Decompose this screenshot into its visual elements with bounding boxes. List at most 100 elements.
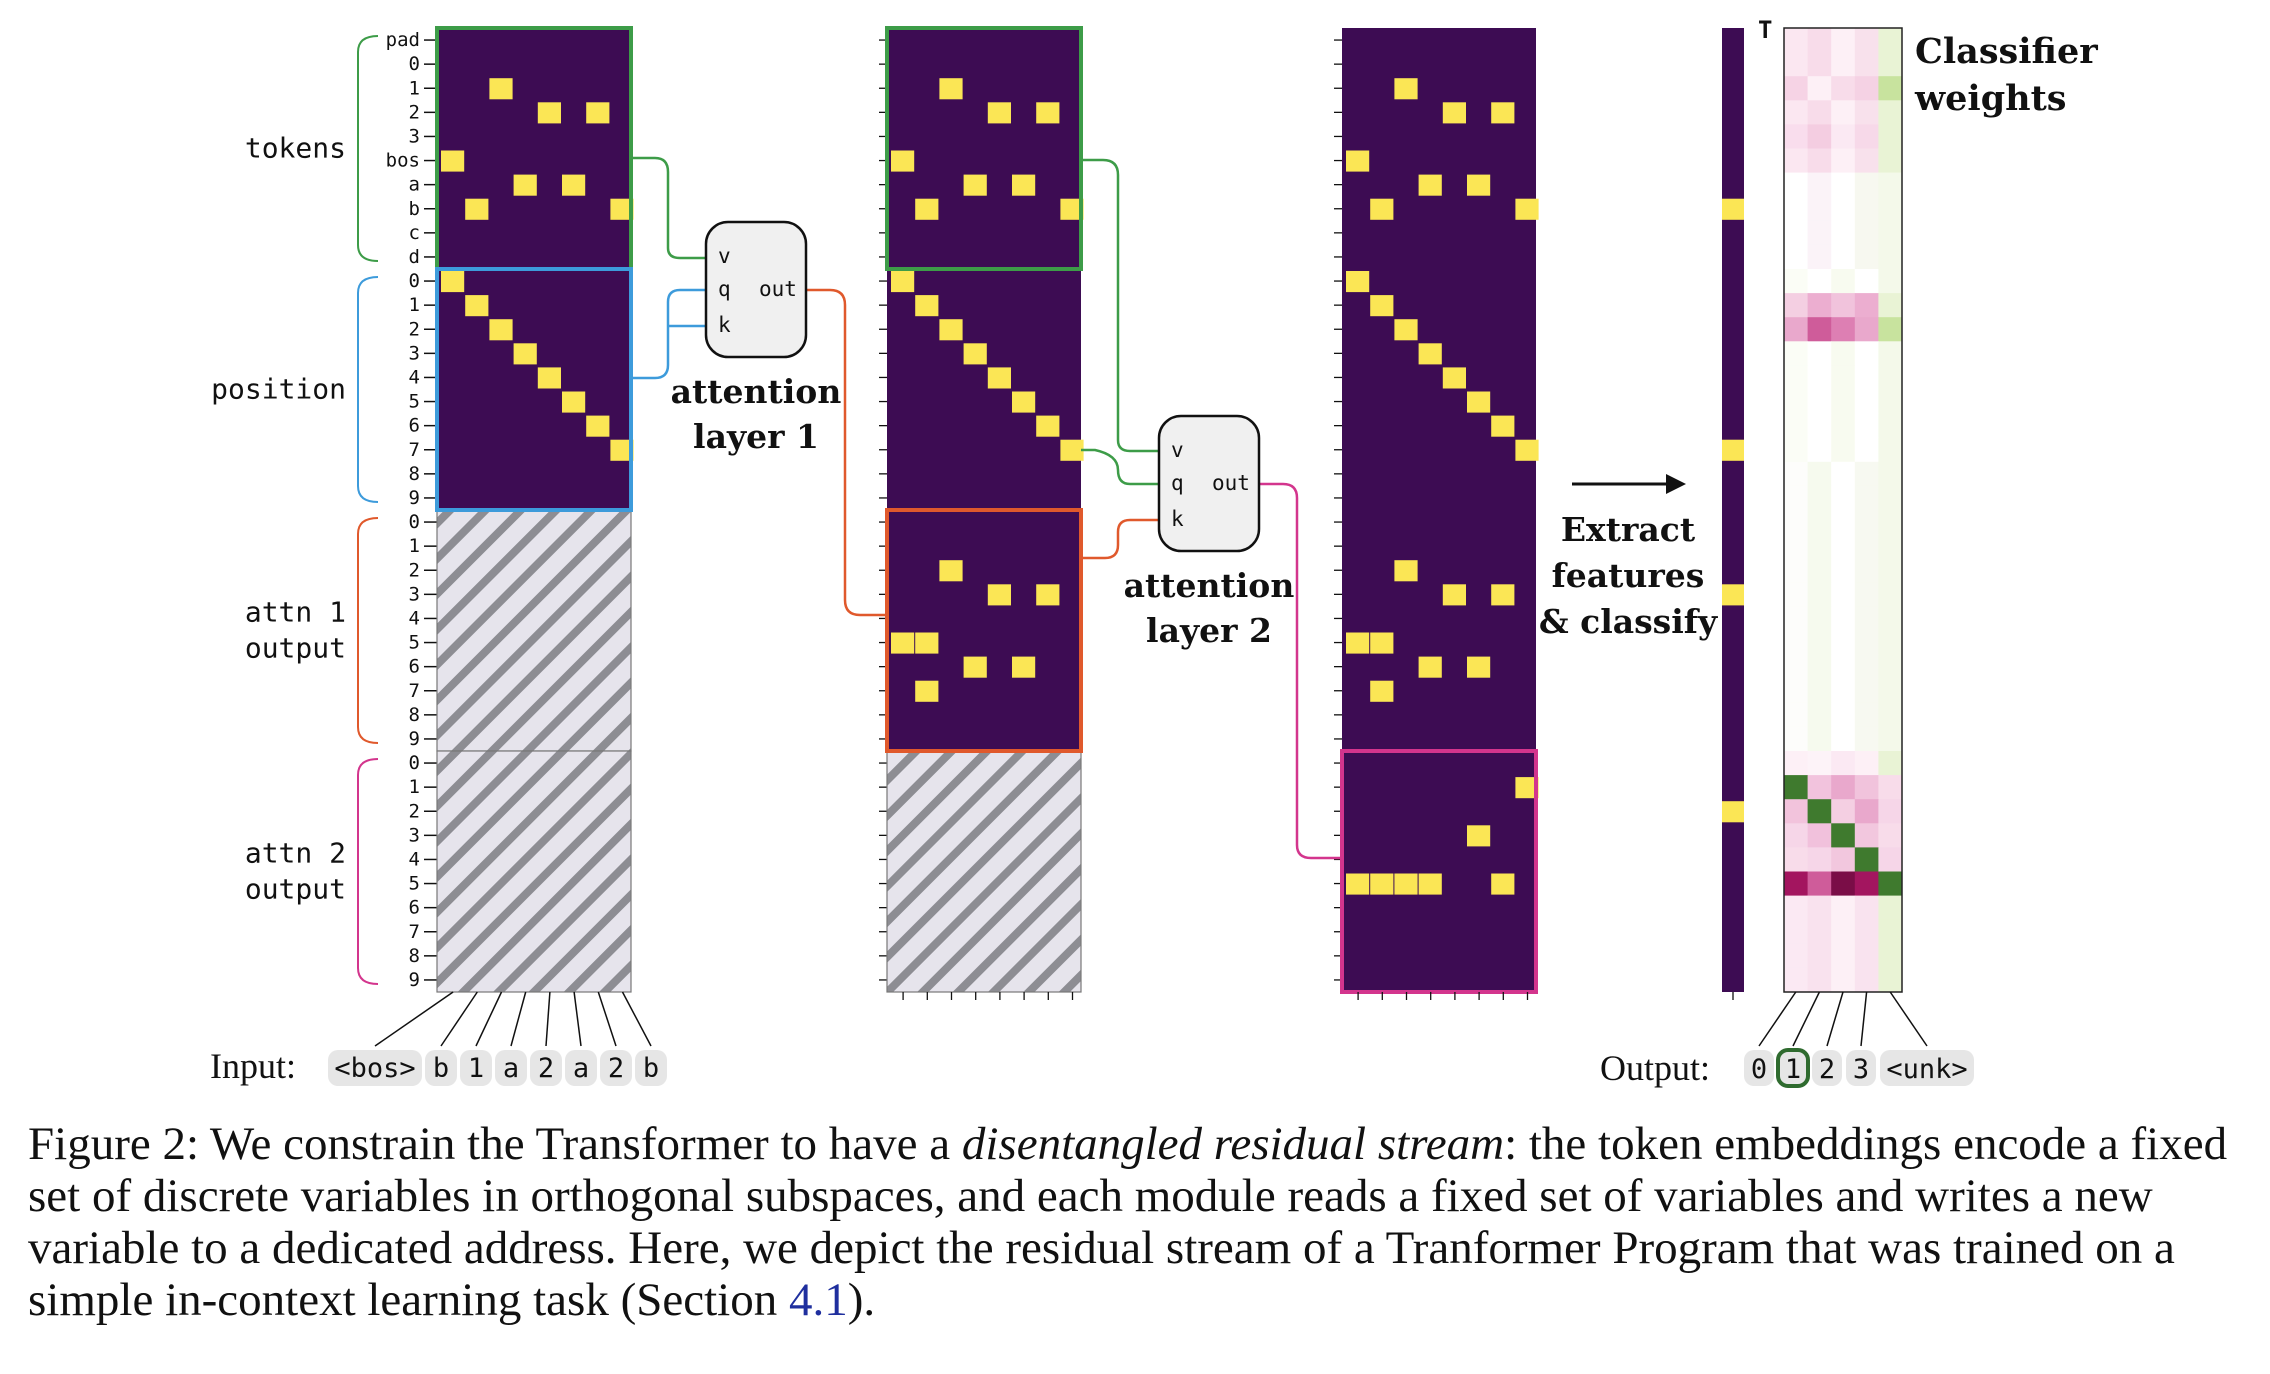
row-label: 8 [409, 945, 420, 967]
output-token: <unk> [1886, 1054, 1967, 1085]
output-label: Output: [1600, 1048, 1710, 1088]
classifier-cell [1878, 919, 1903, 945]
classifier-cell [1807, 76, 1832, 101]
classifier-cell [1807, 437, 1832, 463]
matrix-cell-on [963, 343, 987, 365]
classifier-cell [1784, 751, 1809, 776]
row-label: 7 [409, 921, 420, 943]
row-label: 6 [409, 897, 420, 919]
classifier-cell [1784, 726, 1809, 752]
matrix-cell-on [939, 78, 963, 100]
classifier-cell [1831, 847, 1856, 872]
matrix-cell-on [441, 150, 465, 172]
input-token-pill [425, 1050, 457, 1086]
classifier-cell [1854, 124, 1879, 149]
input-token-pill [460, 1050, 492, 1086]
input-token-pill [565, 1050, 597, 1086]
classifier-cell [1854, 654, 1879, 680]
matrix-cell-on [987, 584, 1011, 606]
classifier-cell [1831, 630, 1856, 656]
classifier-cell [1784, 823, 1809, 848]
feature-on [1722, 801, 1744, 823]
matrix-cell-on [610, 198, 634, 220]
classifier-cell [1807, 606, 1832, 631]
classifier-cell [1784, 799, 1809, 824]
classifier-cell [1784, 76, 1809, 101]
group-label: tokens [245, 132, 346, 165]
classifier-cell [1831, 437, 1856, 463]
classifier-cell [1854, 967, 1879, 993]
matrix-cell-on [1467, 391, 1491, 413]
classifier-cell [1807, 485, 1832, 511]
classifier-cell [1831, 606, 1856, 631]
classifier-cell [1854, 244, 1879, 270]
classifier-cell [1878, 220, 1903, 246]
conn-out1-attn1 [806, 288, 887, 617]
output-fan-line [1758, 991, 1797, 1047]
classifier-cell [1807, 220, 1832, 246]
classifier-cell [1831, 172, 1856, 198]
hatch-attn1-col1 [436, 509, 632, 752]
classifier-cell [1878, 847, 1903, 872]
classifier-cell [1878, 775, 1903, 800]
input-fan-line [573, 991, 582, 1047]
matrix-cell-on [1012, 174, 1036, 196]
port-k: k [718, 313, 731, 337]
input-fan-line [545, 991, 551, 1047]
matrix-cell-on [1418, 174, 1442, 196]
classifier-cell [1807, 148, 1832, 174]
output-token: 3 [1853, 1054, 1869, 1085]
classifier-cell [1854, 943, 1879, 969]
classifier-cell [1831, 100, 1856, 125]
conn-tokens-v1 [631, 156, 706, 260]
connector-lines [631, 156, 1342, 860]
group-label: position [211, 373, 346, 406]
matrix-cell-on [1394, 78, 1418, 100]
row-label: 1 [409, 77, 420, 99]
matrix-cell-on [987, 102, 1011, 124]
input-token: 2 [538, 1053, 554, 1084]
matrix-col3 [1342, 28, 1536, 992]
output-fan-line [1860, 991, 1868, 1047]
classifier-cell [1878, 317, 1903, 342]
classifier-cell [1831, 871, 1856, 897]
classifier-cell [1784, 678, 1809, 704]
classifier-cell [1854, 365, 1879, 390]
row-label: 4 [409, 607, 420, 629]
row-label: pad [386, 29, 420, 51]
classifier-cell [1807, 895, 1832, 921]
classifier-cell [1807, 967, 1832, 993]
classifier-cell [1878, 148, 1903, 174]
matrix-cell-on [465, 198, 489, 220]
matrix-cell-on [1467, 825, 1491, 847]
classifier-cell [1784, 389, 1809, 415]
classifier-cell [1878, 943, 1903, 969]
input-token-pill [635, 1050, 667, 1086]
row-label: 9 [409, 728, 420, 750]
port-q: q [1171, 471, 1184, 495]
tokens-box [885, 26, 1083, 271]
matrix-cell-on [513, 343, 537, 365]
classifier-cell [1854, 172, 1879, 198]
port-v: v [1171, 438, 1184, 462]
output-token: 2 [1819, 1054, 1835, 1085]
classifier-cell [1784, 702, 1809, 728]
classifier-cell [1854, 823, 1879, 848]
figure-caption: Figure 2: We constrain the Transformer t… [28, 1118, 2228, 1326]
classifier-cell [1807, 293, 1832, 318]
classifier-cell [1807, 943, 1832, 969]
classifier-cell [1878, 485, 1903, 511]
input-token-pill [530, 1050, 562, 1086]
classifier-cell [1878, 100, 1903, 125]
classifier-cell [1807, 28, 1832, 53]
input-token: a [573, 1053, 589, 1084]
conn-out2-attn2 [1259, 482, 1342, 860]
matrix-cell-on [915, 632, 939, 654]
classifier-cell [1807, 558, 1832, 583]
input-fan-line [374, 991, 454, 1047]
matrix-cell-on [1467, 174, 1491, 196]
input-fan-line [475, 991, 503, 1047]
row-label: 7 [409, 439, 420, 461]
classifier-cell [1854, 702, 1879, 728]
